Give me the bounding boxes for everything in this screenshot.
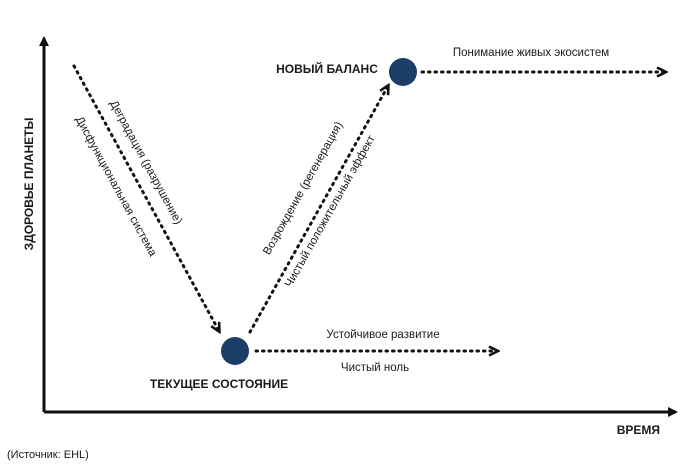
degradation-label: Деградация (разрушение) [107,99,184,227]
current-state-node [221,337,249,365]
x-axis-label: ВРЕМЯ [617,423,660,437]
net-zero-label: Чистый ноль [341,362,409,374]
new-balance-label: НОВЫЙ БАЛАНС [276,61,378,76]
current-state-label: ТЕКУЩЕЕ СОСТОЯНИЕ [150,377,288,391]
sustainable-development-label: Устойчивое развитие [326,329,439,341]
degradation-arrow [72,64,219,331]
new-balance-node [389,58,417,86]
dysfunctional-system-label: Дисфункциональная система [73,115,159,259]
living-ecosystems-label: Понимание живых экосистем [453,47,609,59]
source-note: (Источник: EHL) [7,449,89,461]
regeneration-arrow [248,86,388,334]
y-axis-label: ЗДОРОВЬЕ ПЛАНЕТЫ [22,118,36,251]
